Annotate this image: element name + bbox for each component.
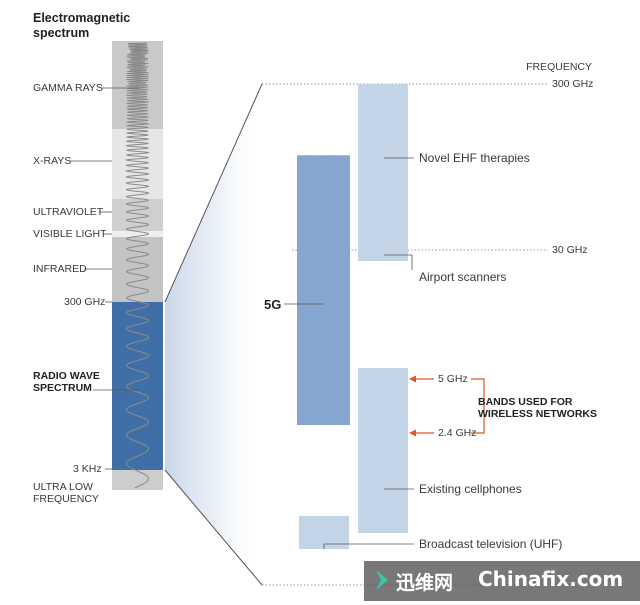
label-radio-wave: RADIO WAVE SPECTRUM	[33, 370, 100, 394]
watermark-banner: 迅维网 Chinafix.com	[364, 561, 640, 601]
visible-band	[112, 231, 163, 237]
watermark-en: Chinafix.com	[478, 567, 624, 591]
zoom-cone	[165, 84, 262, 585]
label-24ghz: 2.4 GHz	[438, 427, 477, 439]
label-wireless-bands: BANDS USED FOR WIRELESS NETWORKS	[478, 396, 598, 420]
band-tv	[299, 516, 349, 549]
wave-path	[124, 42, 151, 489]
label-5ghz: 5 GHz	[438, 373, 468, 385]
label-300-ghz: 300 GHz	[64, 296, 106, 308]
band-ehf	[358, 84, 408, 261]
wireless-bracket	[471, 378, 485, 434]
freq-30ghz: 30 GHz	[552, 244, 588, 256]
band-5g	[297, 155, 350, 425]
label-3-khz: 3 KHz	[73, 463, 102, 475]
label-visible-light: VISIBLE LIGHT	[33, 228, 107, 240]
leader-airport	[384, 254, 413, 270]
watermark-cn: 迅维网	[396, 572, 454, 594]
cone-edge-top	[164, 83, 263, 303]
ulf-band	[112, 470, 163, 490]
label-ehf: Novel EHF therapies	[419, 151, 530, 165]
label-tv: Broadcast television (UHF)	[419, 537, 563, 551]
freq-300ghz: 300 GHz	[552, 78, 594, 90]
cone-edge-bottom	[164, 469, 263, 586]
band-cellphones	[358, 368, 408, 533]
arrowhead-5ghz	[409, 375, 416, 383]
label-x-rays: X-RAYS	[33, 155, 72, 167]
label-infrared: INFRARED	[33, 263, 87, 275]
leader-tv	[323, 543, 414, 549]
ultraviolet-band	[112, 199, 163, 231]
radio-band	[112, 302, 163, 470]
wave-line	[124, 42, 151, 489]
label-ulf: ULTRA LOW FREQUENCY	[33, 481, 99, 505]
label-5g: 5G	[264, 297, 282, 312]
frequency-axis-title: FREQUENCY	[526, 61, 592, 73]
watermark-arrow-icon	[376, 570, 388, 590]
label-gamma-rays: GAMMA RAYS	[33, 82, 103, 94]
label-cellphones: Existing cellphones	[419, 482, 522, 496]
infrared-band	[112, 237, 163, 302]
label-airport: Airport scanners	[419, 270, 507, 284]
label-ultraviolet: ULTRAVIOLET	[33, 206, 104, 218]
arrowhead-24ghz	[409, 429, 416, 437]
diagram-title: Electromagnetic spectrum	[33, 11, 131, 40]
